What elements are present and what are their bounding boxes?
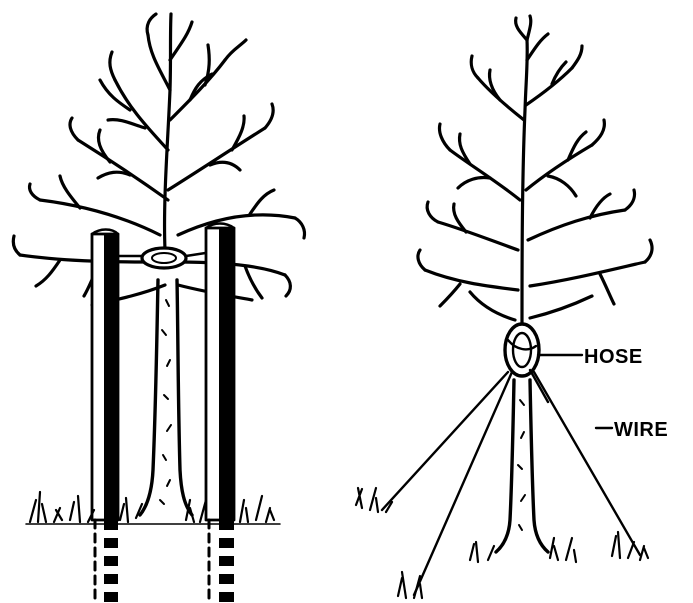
hose-label: HOSE [584, 346, 643, 368]
hose-loop [505, 324, 539, 376]
wire-label: WIRE [614, 419, 668, 441]
